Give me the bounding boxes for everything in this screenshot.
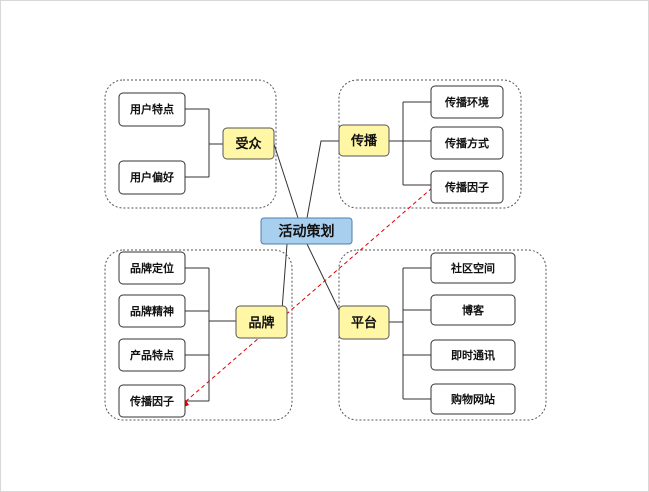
- leaf-label-user-characteristics: 用户特点: [130, 102, 174, 116]
- leaf-label-communication-method: 传播方式: [444, 136, 489, 150]
- leaf-label-instant-messaging: 即时通讯: [451, 348, 495, 362]
- communication-group-frame: [338, 79, 522, 209]
- brand-leaf-communication-factor[interactable]: 传播因子: [118, 384, 186, 418]
- platform-leaf-instant-messaging[interactable]: 即时通讯: [430, 339, 516, 371]
- relationship-dashed-arrow-line: [184, 187, 433, 403]
- audience-leaf-user-preferences[interactable]: 用户偏好: [118, 160, 186, 195]
- root-topic-node[interactable]: 活动策划: [260, 217, 353, 245]
- leaf-label-shopping-site: 购物网站: [451, 392, 495, 406]
- platform-leaf-community-space[interactable]: 社区空间: [430, 252, 516, 284]
- leaf-box-product-features[interactable]: [118, 338, 186, 372]
- leaf-label-communication-environment: 传播环境: [444, 95, 489, 109]
- platform-leaf-blog[interactable]: 博客: [430, 294, 516, 326]
- leaf-label-user-preferences: 用户偏好: [130, 170, 174, 184]
- leaf-label-brand-positioning: 品牌定位: [130, 261, 174, 275]
- audience-leaf-user-characteristics[interactable]: 用户特点: [118, 92, 186, 127]
- topic-label-brand: 品牌: [248, 315, 274, 331]
- topic-node-platform[interactable]: 平台: [338, 305, 390, 340]
- leaf-label-blog: 博客: [462, 303, 485, 317]
- leaf-box-community-space[interactable]: [430, 252, 516, 284]
- leaf-box-instant-messaging[interactable]: [430, 339, 516, 371]
- brand-group-frame: [104, 249, 293, 421]
- brand-children-connector: [185, 267, 236, 402]
- root-topic-label: 活动策划: [279, 223, 335, 240]
- leaf-label-product-features: 产品特点: [130, 348, 174, 362]
- brand-leaf-positioning[interactable]: 品牌定位: [118, 251, 186, 285]
- leaf-box-brand-positioning[interactable]: [118, 251, 186, 285]
- topic-node-communication[interactable]: 传播: [338, 124, 390, 157]
- brand-leaf-product-features[interactable]: 产品特点: [118, 338, 186, 372]
- root-to-platform-connector: [306, 243, 340, 311]
- root-topic-box[interactable]: [260, 217, 353, 245]
- brand-leaf-spirit[interactable]: 品牌精神: [118, 294, 186, 328]
- communication-leaf-method[interactable]: 传播方式: [430, 126, 504, 160]
- platform-group-frame: [338, 249, 547, 421]
- topic-label-platform: 平台: [351, 315, 377, 331]
- leaf-label-community-space: 社区空间: [450, 261, 495, 275]
- audience-children-connector: [185, 108, 223, 178]
- leaf-box-blog[interactable]: [430, 294, 516, 326]
- topic-box-platform[interactable]: [338, 305, 390, 340]
- leaf-box-communication-factor[interactable]: [430, 170, 504, 204]
- leaf-box-brand-communication-factor[interactable]: [118, 384, 186, 418]
- leaf-label-brand-spirit: 品牌精神: [130, 304, 174, 318]
- leaf-label-brand-communication-factor: 传播因子: [129, 394, 174, 408]
- topic-box-communication[interactable]: [338, 124, 390, 157]
- leaf-label-communication-factor: 传播因子: [444, 180, 489, 194]
- leaf-box-communication-method[interactable]: [430, 126, 504, 160]
- platform-leaf-shopping-site[interactable]: 购物网站: [430, 383, 516, 415]
- topic-node-brand[interactable]: 品牌: [235, 305, 288, 339]
- topic-box-audience[interactable]: [222, 127, 275, 160]
- root-to-brand-connector: [281, 243, 288, 311]
- leaf-box-communication-environment[interactable]: [430, 85, 504, 119]
- communication-leaf-factor[interactable]: 传播因子: [430, 170, 504, 204]
- topic-node-audience[interactable]: 受众: [222, 127, 275, 160]
- audience-group-frame: [104, 79, 277, 209]
- platform-children-connector: [389, 267, 431, 400]
- root-to-communication-connector: [306, 140, 339, 219]
- leaf-box-shopping-site[interactable]: [430, 383, 516, 415]
- communication-children-connector: [389, 101, 431, 186]
- communication-leaf-environment[interactable]: 传播环境: [430, 85, 504, 119]
- root-to-audience-connector: [273, 143, 299, 219]
- leaf-box-brand-spirit[interactable]: [118, 294, 186, 328]
- leaf-box-user-preferences[interactable]: [118, 160, 186, 195]
- topic-box-brand[interactable]: [235, 305, 288, 339]
- leaf-box-user-characteristics[interactable]: [118, 92, 186, 127]
- topic-label-communication: 传播: [350, 133, 378, 149]
- topic-label-audience: 受众: [235, 136, 261, 152]
